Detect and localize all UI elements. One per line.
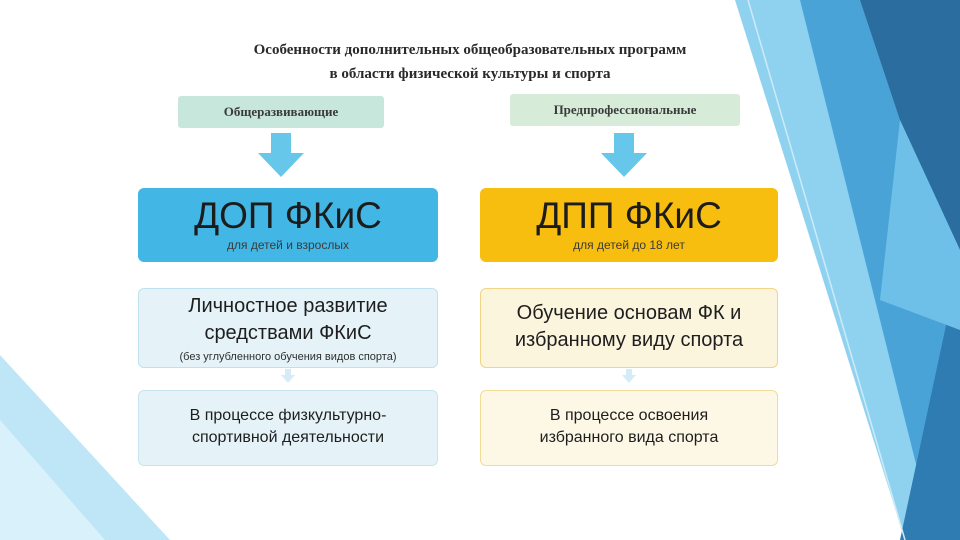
left-decor-triangle-light [0,420,105,540]
program-audience: для детей до 18 лет [573,238,685,252]
program-audience: для детей и взрослых [227,238,349,252]
title-line-1: Особенности дополнительных общеобразоват… [253,42,687,58]
tag-general-developmental: Общеразвивающие [178,96,384,128]
goal-box-dpp: Обучение основам ФК и избранному виду сп… [480,288,778,368]
process-box-dpp: В процессе освоения избранного вида спор… [480,390,778,466]
goal-box-dop: Личностное развитие средствами ФКиС (без… [138,288,438,368]
decor-line [747,0,906,540]
program-name: ДОП ФКиС [194,195,382,236]
tag-pre-professional: Предпрофессиональные [510,94,740,126]
arrow-down-small-icon [622,369,636,383]
program-header-dop: ДОП ФКиС для детей и взрослых [138,188,438,262]
process-text: В процессе физкультурно- спортивной деят… [189,407,387,446]
arrow-down-small-icon [281,369,295,383]
title-line-2: в области физической культуры и спорта [329,66,611,82]
process-text: В процессе освоения избранного вида спор… [539,407,719,446]
right-decor-dark [860,0,960,250]
goal-text: Личностное развитие средствами ФКиС [188,295,388,344]
right-decor-light-lower [880,120,960,330]
goal-note: (без углубленного обучения видов спорта) [179,351,397,363]
arrow-down-icon [601,133,647,177]
process-box-dop: В процессе физкультурно- спортивной деят… [138,390,438,466]
slide-title: Особенности дополнительных общеобразоват… [150,38,790,86]
right-decor-dark-lower [900,260,960,540]
goal-text: Обучение основам ФК и избранному виду сп… [514,302,744,351]
program-header-dpp: ДПП ФКиС для детей до 18 лет [480,188,778,262]
program-name: ДПП ФКиС [536,195,722,236]
arrow-down-icon [258,133,304,177]
